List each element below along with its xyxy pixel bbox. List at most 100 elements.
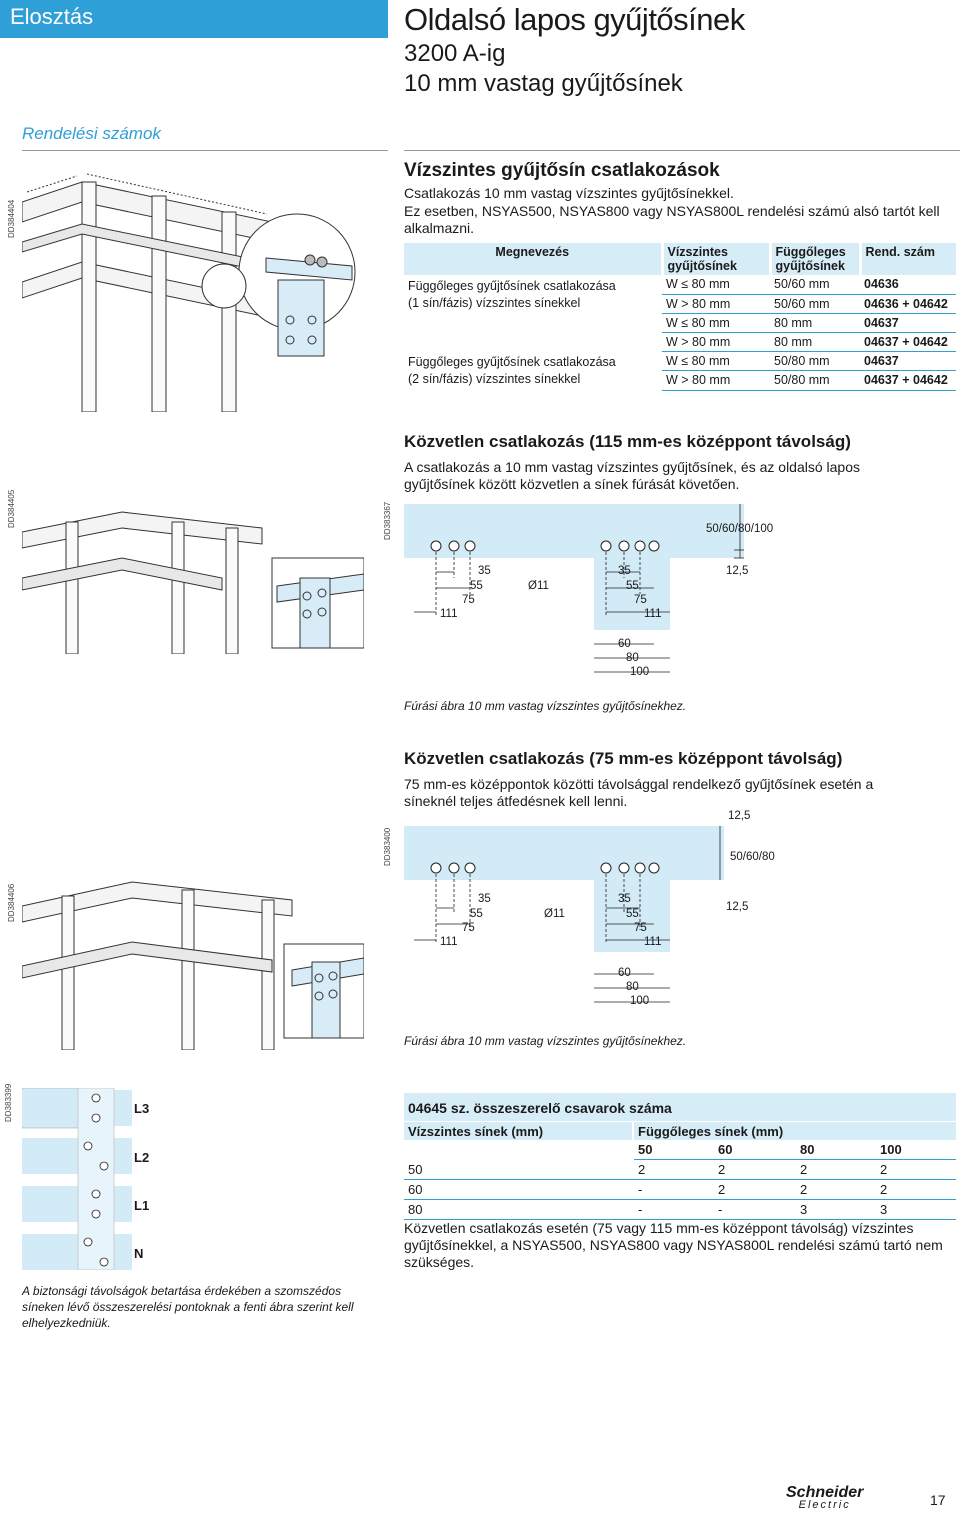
- dimension-label: 111: [440, 936, 458, 948]
- dimension-label: 75: [462, 922, 475, 934]
- dimension-label: 55: [626, 908, 639, 920]
- size-header: 50: [634, 1140, 714, 1160]
- table-cell: 3: [876, 1199, 956, 1220]
- dimension-label: 12,5: [726, 565, 749, 577]
- page-title: Oldalsó lapos gyűjtősínek: [404, 2, 745, 37]
- dimension-label: 111: [644, 608, 662, 620]
- drilling-diagram-1: [404, 504, 744, 673]
- left-rule: [22, 150, 388, 151]
- table-cell: 60: [404, 1179, 634, 1200]
- drawing-code: DD384404: [7, 199, 16, 238]
- section-label: Elosztás: [10, 4, 94, 29]
- row-group-label: Függőleges gyűjtősínek csatlakozása (1 s…: [408, 279, 616, 310]
- dimension-label: 35: [618, 893, 631, 905]
- drilling-diagram-2: [404, 826, 724, 1003]
- table-cell: 2: [796, 1179, 876, 1200]
- page-subtitle-1: 3200 A-ig: [404, 40, 506, 67]
- table-cell: 04637: [860, 313, 956, 333]
- dimension-label: 111: [440, 608, 458, 620]
- table-cell: W ≤ 80 mm: [662, 351, 770, 371]
- row-group-label: Függőleges gyűjtősínek csatlakozása (2 s…: [408, 355, 616, 386]
- table-row: Függőleges gyűjtősínek csatlakozása (2 s…: [404, 351, 956, 386]
- section-3-text: 75 mm-es középpontok közötti távolsággal…: [404, 776, 874, 809]
- dimension-label: 35: [478, 893, 491, 905]
- dimension-label: 80: [626, 652, 639, 664]
- order-number-table: Megnevezés Vízszintes gyűjtősínek Függől…: [404, 243, 956, 391]
- dimension-label: 60: [618, 967, 631, 979]
- table-cell: 04637: [860, 351, 956, 371]
- table-cell: -: [634, 1179, 714, 1200]
- dimension-label: 60: [618, 638, 631, 650]
- phase-spacing-diagram: [22, 1088, 132, 1270]
- column-header: Függőleges gyűjtősínek: [768, 243, 860, 275]
- busbar-frame-illustration-3: [22, 881, 364, 1050]
- table-cell: 50/80 mm: [770, 370, 860, 391]
- table-cell: 2: [876, 1179, 956, 1200]
- hole-diameter-label: Ø11: [528, 580, 549, 592]
- size-header: 60: [714, 1140, 796, 1160]
- brand-name: Schneider: [786, 1484, 864, 1501]
- table-cell: 3: [796, 1199, 876, 1220]
- width-label: 50/60/80/100: [706, 523, 774, 535]
- phase-label-n: N: [134, 1246, 144, 1261]
- screw-table-subhead-right: Függőleges sínek (mm): [634, 1122, 956, 1140]
- dimension-label: 35: [478, 565, 491, 577]
- page-number: 17: [930, 1492, 946, 1508]
- table-cell: W > 80 mm: [662, 332, 770, 352]
- phase-label-l1: L1: [134, 1198, 150, 1213]
- section-2-text: A csatlakozás a 10 mm vastag vízszintes …: [404, 459, 861, 492]
- drawing-code: DD383400: [383, 827, 392, 866]
- size-header: 100: [876, 1140, 956, 1160]
- drawing-code: DD384405: [7, 489, 16, 528]
- table-cell: 80 mm: [770, 313, 860, 333]
- busbar-frame-illustration-2: [22, 511, 364, 654]
- column-header: Megnevezés: [495, 245, 570, 259]
- header-band: [0, 0, 388, 38]
- page-subtitle-2: 10 mm vastag gyűjtősínek: [404, 70, 683, 97]
- dimension-label: 80: [626, 981, 639, 993]
- phase-label-l3: L3: [134, 1101, 150, 1116]
- busbar-frame-illustration-1: [22, 173, 356, 412]
- table-cell: W ≤ 80 mm: [662, 275, 770, 295]
- table-cell: 50/60 mm: [770, 275, 860, 295]
- table-cell: 2: [634, 1159, 714, 1180]
- dimension-label: 100: [630, 666, 650, 678]
- dimension-label: 12,5: [728, 810, 751, 822]
- drawing-code: DD384406: [7, 883, 16, 922]
- table-cell: -: [714, 1199, 796, 1220]
- table-cell: 04636 + 04642: [860, 294, 956, 314]
- section-1-heading: Vízszintes gyűjtősín csatlakozások: [404, 160, 720, 181]
- table-cell: 04637 + 04642: [860, 332, 956, 352]
- brand-subname: Electric: [798, 1499, 851, 1511]
- table-cell: 50: [404, 1159, 634, 1180]
- table-cell: -: [634, 1199, 714, 1220]
- dimension-label: 55: [470, 908, 483, 920]
- hole-diameter-label: Ø11: [544, 908, 565, 920]
- column-header: Vízszintes gyűjtősínek: [660, 243, 770, 275]
- column-header: Rend. szám: [858, 243, 956, 275]
- drilling-caption-2: Fúrási ábra 10 mm vastag vízszintes gyűj…: [404, 1034, 687, 1048]
- section-1-line-2: Ez esetben, NSYAS500, NSYAS800 vagy NSYA…: [404, 203, 940, 236]
- screw-table-heading: 04645 sz. összeszerelő csavarok száma: [404, 1093, 956, 1121]
- dimension-label: 75: [634, 594, 647, 606]
- drilling-caption-1: Fúrási ábra 10 mm vastag vízszintes gyűj…: [404, 699, 687, 713]
- dimension-label: 55: [470, 580, 483, 592]
- table-cell: 04637 + 04642: [860, 370, 956, 391]
- dimension-label: 55: [626, 580, 639, 592]
- table-cell: 2: [714, 1179, 796, 1200]
- section-2-heading: Közvetlen csatlakozás (115 mm-es középpo…: [404, 432, 851, 451]
- table-cell: 2: [876, 1159, 956, 1180]
- dimension-label: 12,5: [726, 901, 749, 913]
- dimension-label: 35: [618, 565, 631, 577]
- brand-logo: Schneider Electric: [786, 1484, 864, 1512]
- drawing-code: DD383367: [383, 501, 392, 540]
